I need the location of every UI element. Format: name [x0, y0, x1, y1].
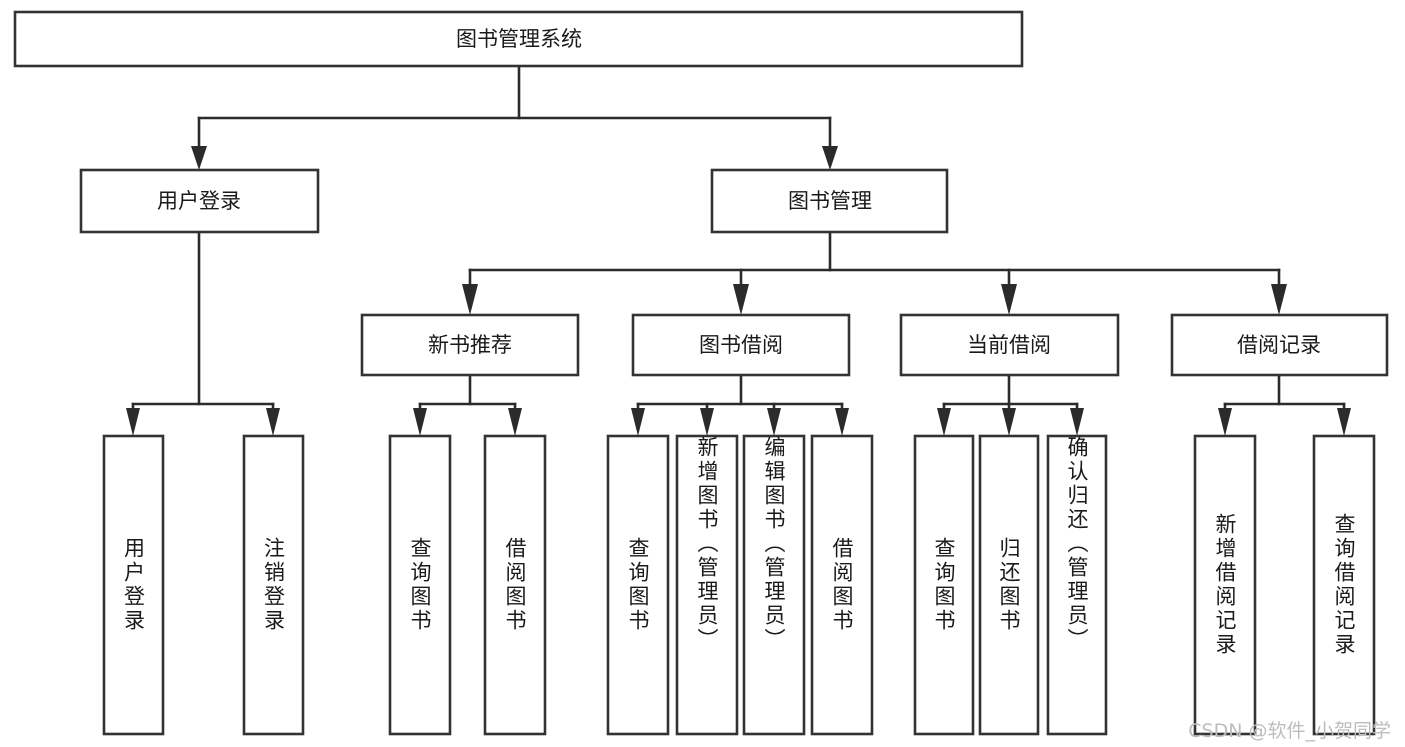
- node-leaf-query-borrow-record-box[interactable]: [1312, 434, 1376, 736]
- node-leaf-confirm-return-admin-box[interactable]: [1046, 434, 1108, 736]
- node-leaf-query-book-1-box[interactable]: [388, 434, 452, 736]
- connectors-root-to-level2: [191, 64, 838, 170]
- arrowhead-leaf-borrow-book-2: [835, 408, 849, 436]
- arrowhead-book-manage: [822, 146, 838, 170]
- arrowhead-leaf-return-book: [1002, 408, 1016, 436]
- node-current-borrow[interactable]: 当前借阅: [899, 313, 1120, 377]
- node-root[interactable]: 图书管理系统: [13, 10, 1024, 68]
- node-book-borrow-box[interactable]: [631, 313, 851, 377]
- node-leaf-query-book-3-box[interactable]: [913, 434, 975, 736]
- node-current-borrow-box[interactable]: [899, 313, 1120, 377]
- node-leaf-borrow-book-2-box[interactable]: [810, 434, 874, 736]
- arrowhead-leaf-query-book-1: [413, 408, 427, 436]
- arrowhead-leaf-query-book-2: [631, 408, 645, 436]
- node-borrow-record-label: 借阅记录: [1237, 333, 1321, 357]
- node-leaf-return-book-box[interactable]: [978, 434, 1040, 736]
- node-new-book-recommend-label: 新书推荐: [428, 333, 512, 357]
- arrowhead-user-login: [191, 146, 207, 170]
- connectors-user-login-to-leaves: [126, 230, 280, 436]
- node-root-box[interactable]: [13, 10, 1024, 68]
- node-new-book-recommend[interactable]: 新书推荐: [360, 313, 580, 377]
- leaf-node-boxes: [102, 434, 1376, 736]
- arrowhead-leaf-confirm-return-admin: [1070, 408, 1084, 436]
- node-root-label: 图书管理系统: [456, 27, 582, 51]
- node-user-login[interactable]: 用户登录: [79, 168, 320, 234]
- node-user-login-box[interactable]: [79, 168, 320, 234]
- node-book-borrow-label: 图书借阅: [699, 333, 783, 357]
- connectors-new-book-recommend-to-leaves: [413, 373, 522, 436]
- arrowhead-new-book-recommend: [462, 284, 478, 315]
- arrowhead-borrow-record: [1271, 284, 1287, 315]
- node-current-borrow-label: 当前借阅: [967, 333, 1051, 357]
- node-leaf-edit-book-admin-box[interactable]: [742, 434, 806, 736]
- arrowhead-leaf-edit-book-admin: [767, 408, 781, 436]
- arrowhead-leaf-user-login: [126, 408, 140, 436]
- node-new-book-recommend-box[interactable]: [360, 313, 580, 377]
- node-borrow-record[interactable]: 借阅记录: [1170, 313, 1389, 377]
- node-leaf-add-borrow-record-box[interactable]: [1193, 434, 1257, 736]
- arrowhead-leaf-query-book-3: [937, 408, 951, 436]
- node-book-borrow[interactable]: 图书借阅: [631, 313, 851, 377]
- node-user-login-label: 用户登录: [157, 189, 241, 213]
- connectors-book-borrow-to-leaves: [631, 373, 849, 436]
- arrowhead-current-borrow: [1001, 284, 1017, 315]
- arrowhead-leaf-add-borrow-record: [1218, 408, 1232, 436]
- node-leaf-add-book-admin-box[interactable]: [675, 434, 739, 736]
- node-book-manage-box[interactable]: [710, 168, 949, 234]
- connectors-borrow-record-to-leaves: [1218, 373, 1351, 436]
- arrowhead-leaf-user-logout: [266, 408, 280, 436]
- node-book-manage-label: 图书管理: [788, 189, 872, 213]
- node-leaf-query-book-2-box[interactable]: [606, 434, 670, 736]
- arrowhead-leaf-query-borrow-record: [1337, 408, 1351, 436]
- arrowhead-leaf-borrow-book-1: [508, 408, 522, 436]
- node-leaf-user-logout-box[interactable]: [242, 434, 305, 736]
- connectors-current-borrow-to-leaves: [937, 373, 1084, 436]
- connectors-book-manage-to-level3: [462, 230, 1287, 315]
- arrowhead-leaf-add-book-admin: [700, 408, 714, 436]
- node-borrow-record-box[interactable]: [1170, 313, 1389, 377]
- arrowhead-book-borrow: [733, 284, 749, 315]
- node-leaf-borrow-book-1-box[interactable]: [483, 434, 547, 736]
- node-book-manage[interactable]: 图书管理: [710, 168, 949, 234]
- node-leaf-user-login-box[interactable]: [102, 434, 165, 736]
